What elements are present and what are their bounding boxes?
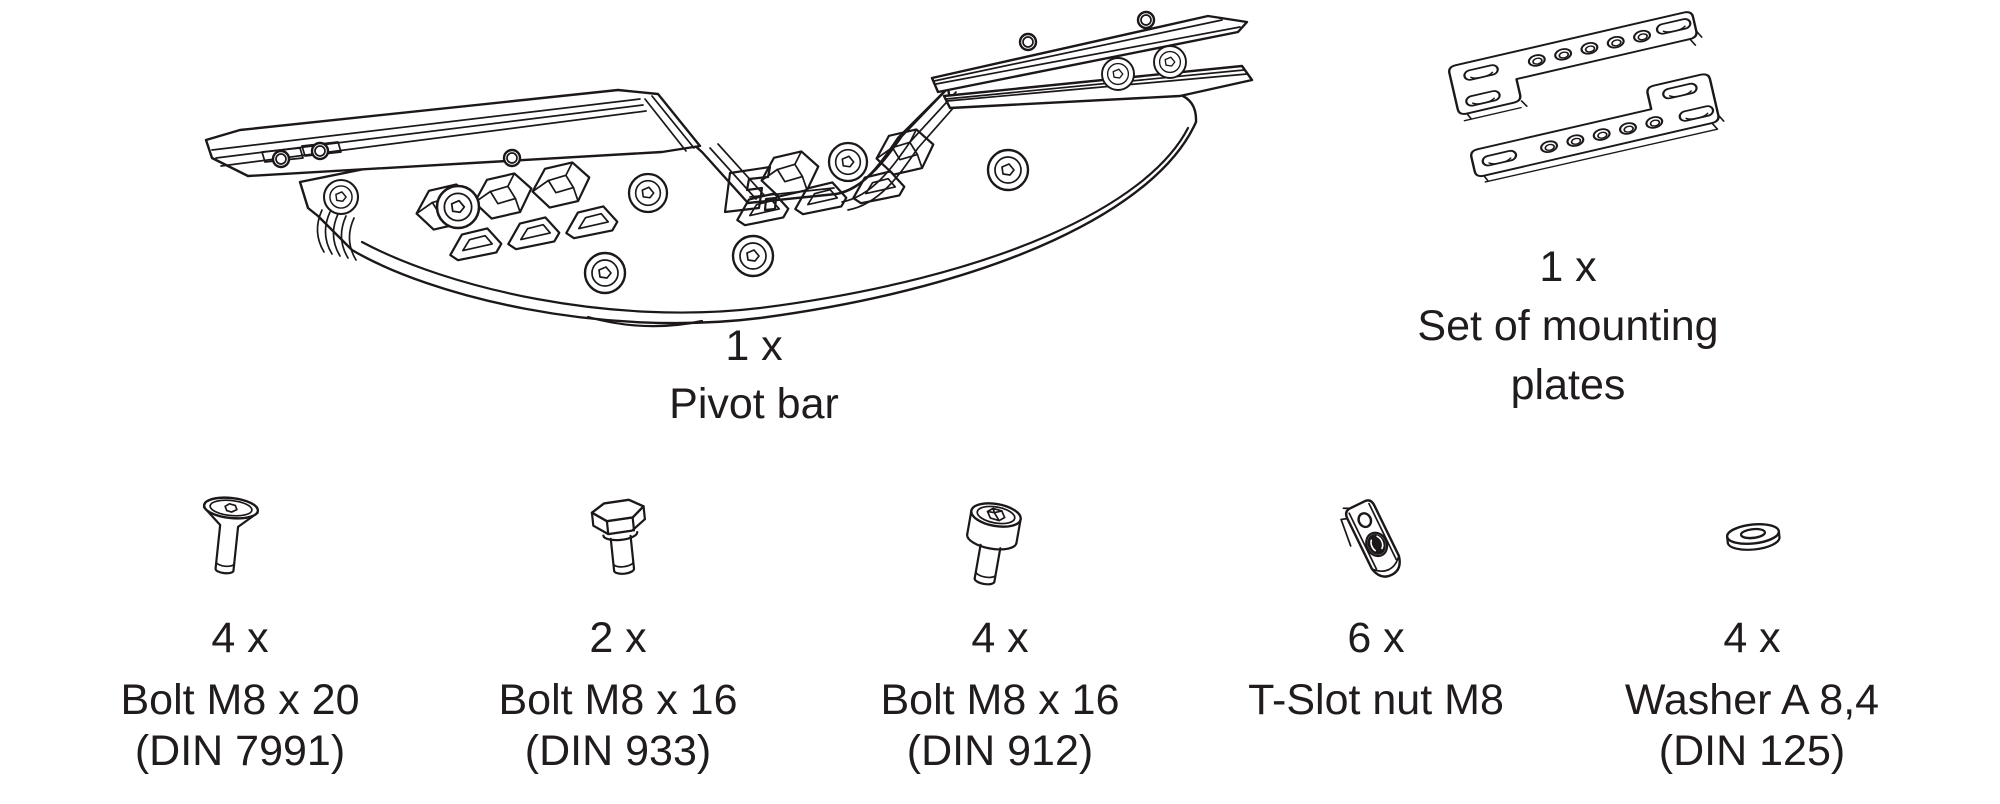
fastener-din: (DIN 125) xyxy=(1658,727,1846,775)
fastener-name: Bolt M8 x 20 xyxy=(120,676,360,724)
fastener-item: 6 x T-Slot nut M8 xyxy=(1186,613,1566,726)
fastener-name: Washer A 8,4 xyxy=(1624,676,1880,724)
washer-icon xyxy=(1725,522,1781,551)
pivot-bar-label: 1 x Pivot bar xyxy=(554,317,954,433)
mounting-plates-label: 1 x Set of mounting plates xyxy=(1358,238,1778,415)
fastener-qty: 6 x xyxy=(1347,614,1405,662)
fastener-qty: 2 x xyxy=(589,614,647,662)
fastener-din: (DIN 912) xyxy=(906,727,1094,775)
mounting-plates-name: Set of mounting plates xyxy=(1417,302,1719,409)
pivot-bar-qty: 1 x xyxy=(725,322,783,370)
fastener-qty: 4 x xyxy=(971,614,1029,662)
fastener-item: 4 x Bolt M8 x 16 (DIN 912) xyxy=(810,613,1190,777)
fastener-qty: 4 x xyxy=(1723,614,1781,662)
fastener-qty: 4 x xyxy=(211,614,269,662)
fastener-item: 2 x Bolt M8 x 16 (DIN 933) xyxy=(428,613,808,777)
fastener-name: T-Slot nut M8 xyxy=(1248,676,1504,724)
hex-bolt-icon xyxy=(590,498,647,575)
pivot-bar-name: Pivot bar xyxy=(669,380,839,428)
fastener-item: 4 x Washer A 8,4 (DIN 125) xyxy=(1562,613,1942,777)
fastener-name: Bolt M8 x 16 xyxy=(498,676,738,724)
mounting-plates-illustration xyxy=(1448,11,1725,183)
t-slot-nut-icon xyxy=(1340,499,1401,578)
fastener-din: (DIN 933) xyxy=(524,727,712,775)
mounting-plates-qty: 1 x xyxy=(1539,243,1597,291)
socket-cap-bolt-icon xyxy=(966,502,1022,586)
fastener-din: (DIN 7991) xyxy=(134,727,346,775)
countersunk-bolt-icon xyxy=(202,496,260,575)
pivot-bar-illustration xyxy=(204,10,1254,328)
fastener-item: 4 x Bolt M8 x 20 (DIN 7991) xyxy=(50,613,430,777)
fastener-name: Bolt M8 x 16 xyxy=(880,676,1120,724)
brand-logo-glyph xyxy=(723,165,778,214)
